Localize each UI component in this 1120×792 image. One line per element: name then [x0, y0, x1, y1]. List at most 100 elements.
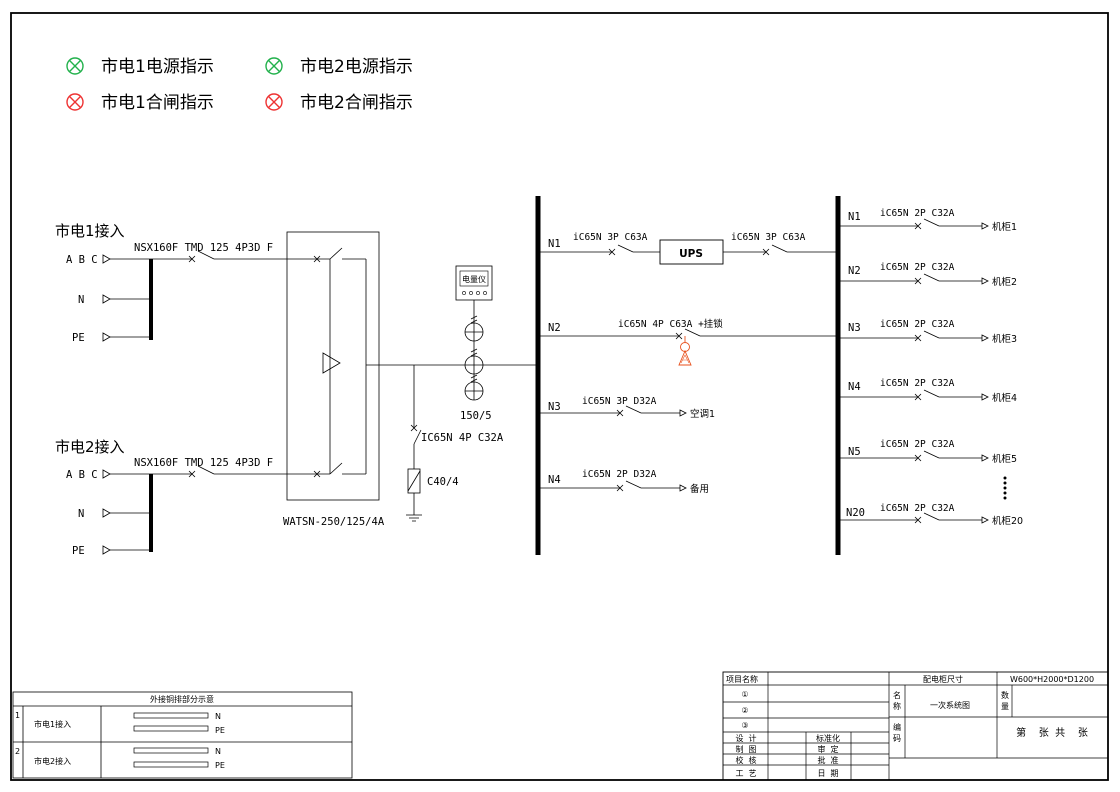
- meter-button: [462, 291, 466, 295]
- feeder-id: N4: [848, 381, 861, 393]
- red-indicator-icon: [265, 93, 283, 111]
- meter-button: [469, 291, 473, 295]
- right-feeder-n4: N4 iC65N 2P C32A 机柜4: [838, 378, 1017, 404]
- tb-approve: 批 准: [817, 755, 838, 765]
- power-meter-label: 电量仪: [462, 274, 486, 284]
- ups-label: UPS: [679, 248, 703, 260]
- terminal-arrow-icon: [102, 332, 111, 342]
- red-indicator-icon: [66, 93, 84, 111]
- ats-cross-icon: [313, 255, 321, 263]
- ellipsis-dots: [1003, 476, 1007, 500]
- terminal-arrow-icon: [679, 484, 687, 492]
- terminal-arrow-icon: [102, 294, 111, 304]
- ct-tick: [470, 348, 478, 357]
- spd-label: C40/4: [427, 476, 459, 488]
- terminal-arrow-icon: [102, 469, 111, 479]
- tb-drawing-name: 一次系统图: [930, 700, 970, 710]
- metering: 电量仪 150/5: [455, 265, 493, 422]
- incoming-1-n: N: [78, 294, 84, 306]
- breaker-cross-icon: [914, 222, 922, 230]
- breaker-cross-icon: [188, 470, 196, 478]
- ats-contact-arm: [329, 247, 343, 260]
- legend-label: 市电2电源指示: [300, 57, 413, 77]
- ats: WATSN-250/125/4A: [283, 231, 385, 528]
- tb-rev3: ③: [741, 721, 748, 730]
- incoming-2-n: N: [78, 508, 84, 520]
- feeder-load-label: 机柜1: [992, 221, 1017, 233]
- feeder-load-label: 机柜5: [992, 453, 1017, 465]
- breaker-contact: [923, 512, 940, 521]
- tb-project-name-label: 项目名称: [726, 674, 758, 684]
- ats-box: [286, 231, 380, 501]
- tb-name-label-2: 称: [893, 701, 901, 711]
- feeder-breaker-label: iC65N 2P C32A: [880, 319, 955, 330]
- legend-item-green-2: 市电2电源指示: [265, 57, 413, 77]
- tb-standard: 标准化: [816, 733, 840, 743]
- breaker-contact: [197, 250, 215, 260]
- title-block: 项目名称 配电柜尺寸 W600*H2000*D1200 ① ② ③ 名 称 一次…: [722, 671, 1109, 781]
- feeder-id: N5: [848, 446, 861, 458]
- feeder-id: N4: [548, 474, 561, 486]
- drawing-frame: [10, 12, 1109, 781]
- copper-bar-icon: [133, 747, 209, 754]
- feeder-load-label: 机柜4: [992, 392, 1017, 404]
- tb-drawing: 制 图: [735, 744, 756, 754]
- tb-code-label-1: 编: [893, 722, 901, 732]
- copper-bar-icon: [133, 761, 209, 768]
- tb-qty-label-1: 数: [1001, 690, 1009, 700]
- breaker-cross-icon: [914, 334, 922, 342]
- breaker-cross-icon: [914, 516, 922, 524]
- red-indicator-cross: [68, 95, 82, 109]
- feeder-id: N3: [548, 401, 561, 413]
- copper-row-no: 1: [15, 711, 20, 720]
- breaker-contact: [923, 218, 940, 227]
- spd-branch: IC65N 4P C32A C40/4: [406, 365, 504, 522]
- copper-bar-label: PE: [215, 761, 225, 770]
- tb-sheet-text: 第 张 共 张: [1016, 726, 1088, 739]
- incoming-2-breaker-label: NSX160F TMD 125 4P3D F: [134, 457, 273, 469]
- spd-zigzag: [407, 470, 421, 492]
- right-feeder-n20: N20 iC65N 2P C32A 机柜20: [838, 503, 1023, 527]
- feeder-load-label: 空调1: [690, 408, 715, 420]
- feeder-breaker-label: iC65N 3P D32A: [582, 396, 657, 407]
- copper-bar-icon: [133, 712, 209, 719]
- copper-bar-label: PE: [215, 726, 225, 735]
- terminal-arrow-icon: [102, 254, 111, 264]
- terminal-arrow-icon: [981, 516, 989, 524]
- ats-triangle-icon: [322, 352, 341, 374]
- copper-bar-icon: [133, 725, 209, 732]
- red-indicator-cross: [267, 95, 281, 109]
- copper-bar-label: N: [215, 712, 221, 721]
- legend-item-red-2: 市电2合闸指示: [265, 93, 413, 113]
- feeder-load-label: 机柜2: [992, 276, 1017, 288]
- feeder-id: N2: [848, 265, 861, 277]
- ats-cross-icon: [313, 470, 321, 478]
- tb-review: 审 定: [817, 744, 838, 754]
- tb-process: 工 艺: [735, 769, 756, 778]
- copper-row-no: 2: [15, 747, 20, 756]
- right-feeder-n1: N1 iC65N 2P C32A 机柜1: [838, 208, 1017, 233]
- incoming-2: 市电2接入 A B C N PE NSX160F TMD 125 4P3D F: [55, 438, 330, 557]
- breaker-cross-icon: [188, 255, 196, 263]
- feeder-id: N20: [846, 507, 865, 519]
- breaker-contact: [684, 328, 701, 337]
- feeder-load-label: 机柜3: [992, 333, 1017, 345]
- terminal-arrow-icon: [981, 277, 989, 285]
- breaker-cross-icon: [762, 248, 770, 256]
- incoming-2-pe: PE: [72, 545, 85, 557]
- left-feeder-n4: N4 iC65N 2P D32A 备用: [538, 469, 709, 495]
- tb-name-label-1: 名: [893, 690, 901, 700]
- right-feeder-n3: N3 iC65N 2P C32A 机柜3: [838, 319, 1017, 345]
- feeder-id: N3: [848, 322, 861, 334]
- terminal-arrow-icon: [679, 409, 687, 417]
- tb-date: 日 期: [817, 769, 838, 778]
- tb-rev1: ①: [741, 690, 748, 699]
- feeder-load-label: 备用: [690, 483, 709, 495]
- feeder-id: N1: [848, 211, 861, 223]
- feeder-id: N2: [548, 322, 561, 334]
- green-indicator-icon: [265, 57, 283, 75]
- terminal-arrow-icon: [102, 545, 111, 555]
- breaker-cross-icon: [608, 248, 616, 256]
- breaker-contact: [413, 429, 422, 445]
